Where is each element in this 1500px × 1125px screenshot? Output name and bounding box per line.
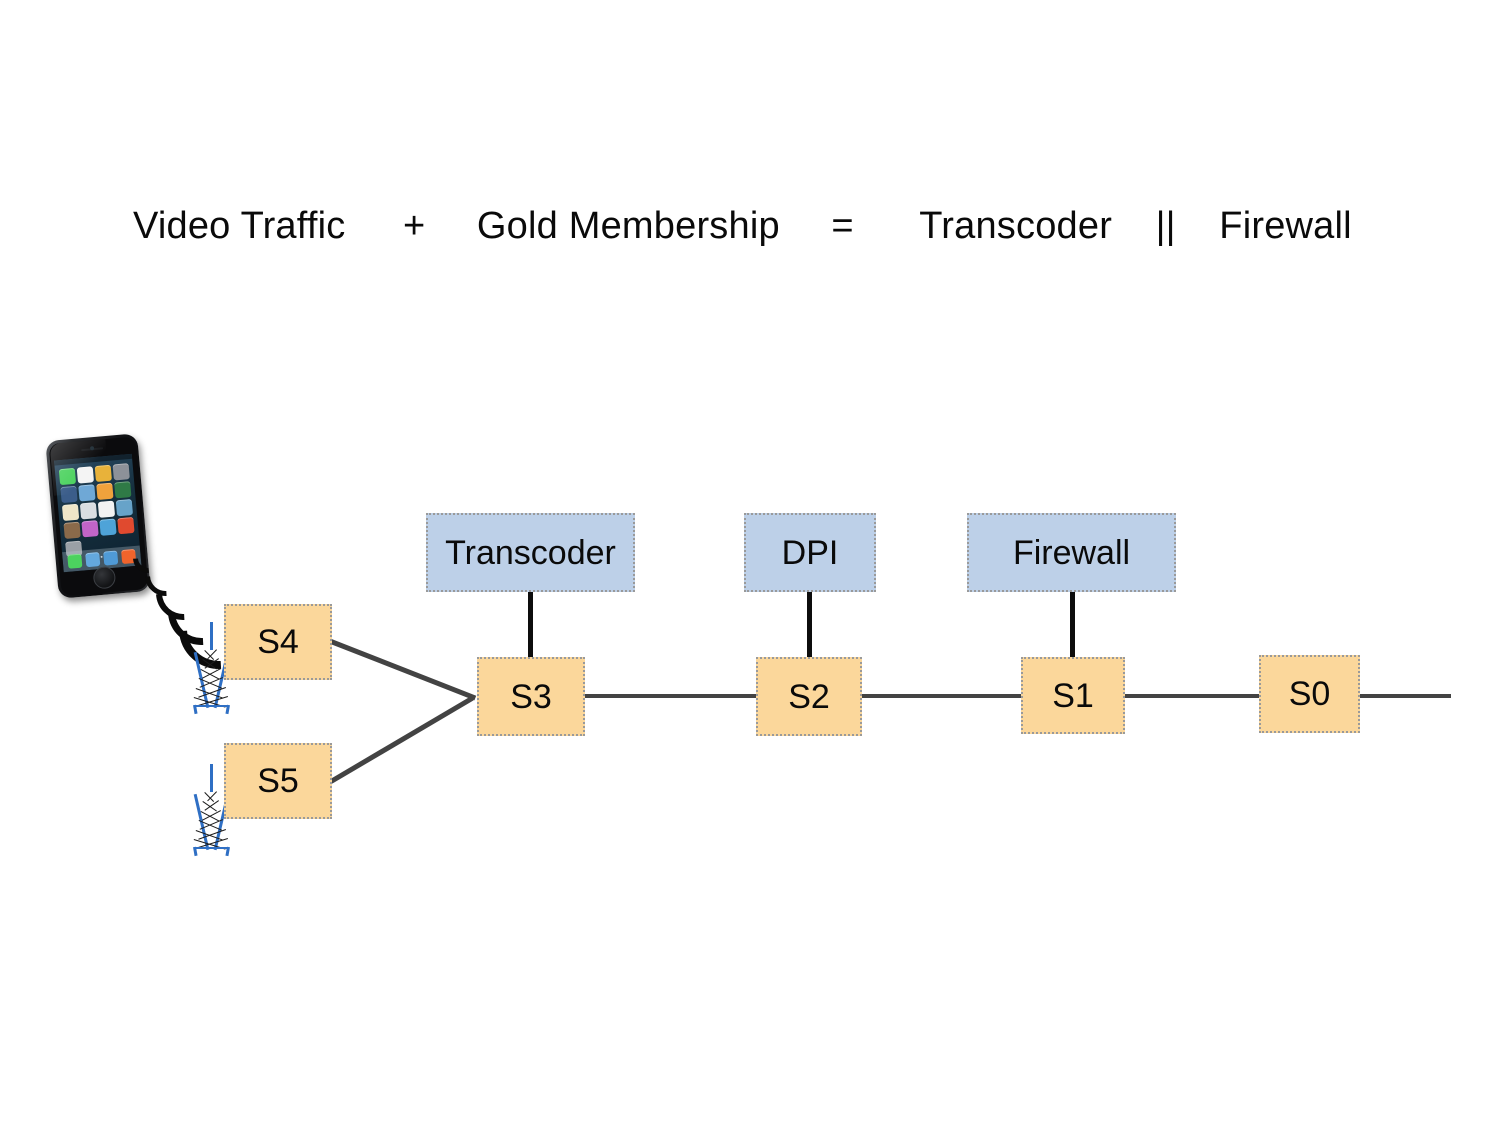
wireless-signal-icon	[126, 536, 276, 686]
app-icon-safari	[103, 550, 119, 566]
tower-brace	[198, 819, 224, 831]
app-icon	[79, 502, 97, 520]
attach-transcoder-s3	[528, 591, 533, 659]
policy-operator-parallel: ||	[1155, 205, 1176, 247]
switch-s1[interactable]: S1	[1021, 657, 1125, 734]
tower-brace	[200, 809, 222, 822]
app-icon	[98, 500, 115, 518]
app-icon	[116, 499, 134, 517]
tower-brace	[196, 686, 226, 699]
app-icon-mail	[85, 552, 101, 568]
middlebox-dpi-label: DPI	[781, 533, 839, 572]
tower-brace	[204, 790, 217, 802]
tower-mast	[209, 622, 213, 650]
tower-base	[194, 846, 228, 849]
tower-mast	[209, 764, 213, 792]
switch-s0-label: S0	[1288, 675, 1331, 713]
switch-s5[interactable]: S5	[224, 743, 332, 819]
app-icon	[76, 466, 94, 484]
switch-s2[interactable]: S2	[756, 657, 862, 736]
cell-tower-icon-lower	[190, 764, 232, 857]
link-s3-s2	[584, 694, 759, 698]
tower-brace	[202, 800, 219, 812]
cell-tower-icon-upper	[190, 622, 232, 715]
link-s4-s3	[330, 639, 477, 701]
attach-dpi-s2	[807, 591, 812, 659]
switch-s0[interactable]: S0	[1259, 655, 1360, 733]
app-icon	[60, 485, 78, 503]
attach-firewall-s1	[1070, 591, 1075, 659]
policy-condition: Gold Membership	[476, 205, 780, 247]
link-s5-s3	[329, 696, 474, 784]
app-icon	[81, 520, 99, 538]
app-icon	[112, 463, 130, 481]
link-s2-s1	[861, 694, 1023, 698]
tower-brace	[196, 828, 226, 841]
switch-s1-label: S1	[1052, 676, 1094, 715]
policy-statement: Video Traffic + Gold Membership = Transc…	[133, 205, 1352, 248]
phone-app-grid	[54, 459, 140, 558]
policy-action-second: Firewall	[1219, 205, 1352, 247]
middlebox-firewall[interactable]: Firewall	[967, 513, 1176, 592]
tower-brace	[204, 648, 217, 660]
middlebox-transcoder-label: Transcoder	[445, 533, 616, 572]
app-icon	[58, 467, 76, 485]
policy-operator-plus: +	[402, 205, 426, 247]
middlebox-firewall-label: Firewall	[1012, 533, 1131, 572]
app-icon-phone	[67, 553, 83, 569]
policy-subject: Video Traffic	[133, 205, 346, 247]
switch-s5-label: S5	[257, 762, 299, 800]
switch-s2-label: S2	[788, 677, 830, 716]
app-icon	[94, 464, 112, 482]
middlebox-dpi[interactable]: DPI	[744, 513, 876, 592]
policy-operator-equals: =	[831, 205, 854, 247]
switch-s4[interactable]: S4	[224, 604, 332, 680]
tower-brace	[200, 667, 222, 680]
app-icon	[114, 481, 132, 499]
middlebox-transcoder[interactable]: Transcoder	[426, 513, 635, 592]
phone-screen	[54, 453, 142, 573]
link-s0-internet	[1359, 694, 1451, 698]
policy-action-first: Transcoder	[919, 205, 1113, 247]
tower-brace	[202, 658, 219, 670]
link-s1-s0	[1124, 694, 1261, 698]
switch-s3[interactable]: S3	[477, 657, 585, 736]
tower-base	[194, 704, 228, 707]
app-icon	[63, 522, 81, 539]
app-icon	[78, 484, 96, 502]
tower-brace	[198, 677, 224, 689]
app-icon	[99, 518, 117, 536]
app-icon	[117, 517, 135, 535]
switch-s4-label: S4	[257, 623, 299, 661]
app-icon	[61, 503, 79, 521]
app-icon	[96, 482, 114, 500]
switch-s3-label: S3	[510, 677, 552, 716]
